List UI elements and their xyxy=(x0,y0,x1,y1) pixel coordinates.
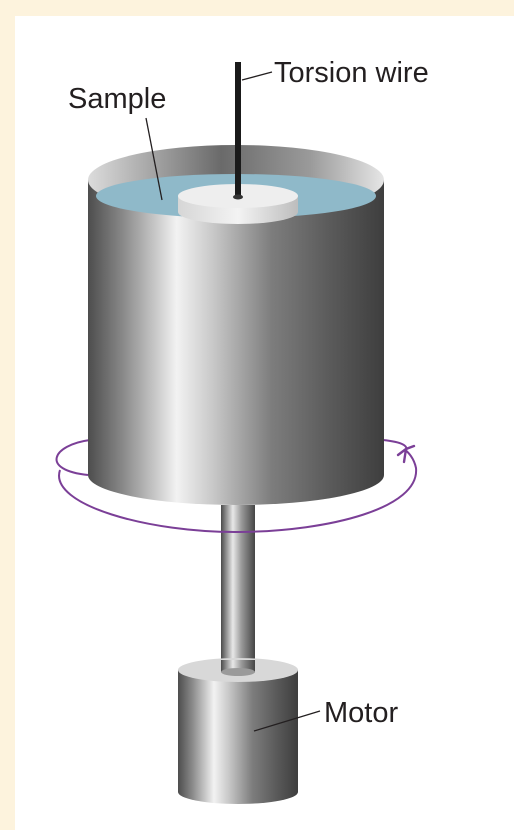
sample-leader xyxy=(145,117,163,201)
counter-rotation-arrow-icon xyxy=(396,444,416,464)
drive-shaft xyxy=(221,505,255,673)
sample-cup xyxy=(88,145,384,505)
sample-label: Sample xyxy=(68,83,166,115)
torsion-wire-label: Torsion wire xyxy=(274,57,429,89)
motor-housing xyxy=(178,658,298,804)
rotation-arrow-back xyxy=(55,439,91,476)
torsion-wire-leader xyxy=(241,71,273,81)
motor-leader xyxy=(253,710,321,732)
motor-label: Motor xyxy=(324,697,398,729)
rotation-arrow xyxy=(58,449,418,534)
